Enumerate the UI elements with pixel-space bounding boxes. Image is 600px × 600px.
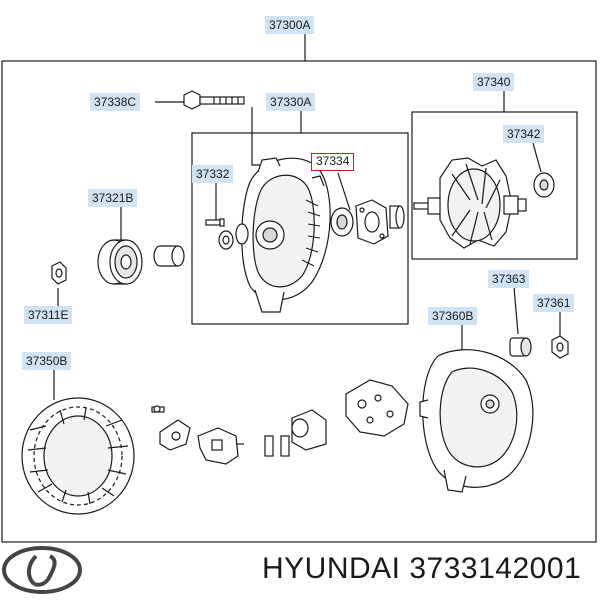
hyundai-logo xyxy=(2,546,82,594)
part-label-37338C[interactable]: 37338C xyxy=(90,93,141,111)
rear-housing xyxy=(419,349,534,493)
leader-37363 xyxy=(513,286,519,335)
brand-part-number: HYUNDAI 3733142001 xyxy=(262,552,582,585)
part-label-37321B[interactable]: 37321B xyxy=(88,189,138,207)
front-housing-frame xyxy=(191,132,409,325)
rear-nut xyxy=(551,335,569,359)
spacer-sleeve xyxy=(153,245,185,267)
part-label-37300A[interactable]: 37300A xyxy=(265,16,315,34)
part-label-37311E[interactable]: 37311E xyxy=(24,306,73,324)
rotor-frame xyxy=(411,111,578,260)
leader-37342 xyxy=(532,142,542,173)
outer-frame xyxy=(1,60,597,543)
part-label-37350B[interactable]: 37350B xyxy=(22,352,72,370)
part-label-37363[interactable]: 37363 xyxy=(488,270,530,288)
leader-37330A-bolt xyxy=(251,107,275,166)
bearing-37334 xyxy=(330,199,405,245)
part-label-37360B[interactable]: 37360B xyxy=(428,307,478,325)
part-label-37361[interactable]: 37361 xyxy=(533,294,575,312)
pulley xyxy=(97,239,143,285)
rotor xyxy=(413,157,555,249)
regulator-parts xyxy=(151,379,409,465)
part-label-37340[interactable]: 37340 xyxy=(473,73,515,91)
part-label-37334-highlighted[interactable]: 37334 xyxy=(311,153,355,171)
through-bolt xyxy=(183,90,245,110)
part-label-37332[interactable]: 37332 xyxy=(192,165,234,183)
part-label-37342[interactable]: 37342 xyxy=(503,125,545,143)
pulley-nut xyxy=(51,261,67,285)
leader-37334 xyxy=(337,172,351,211)
front-housing xyxy=(205,157,331,313)
stator xyxy=(21,397,135,515)
rear-bush xyxy=(509,337,532,357)
part-label-37330A[interactable]: 37330A xyxy=(266,93,316,111)
